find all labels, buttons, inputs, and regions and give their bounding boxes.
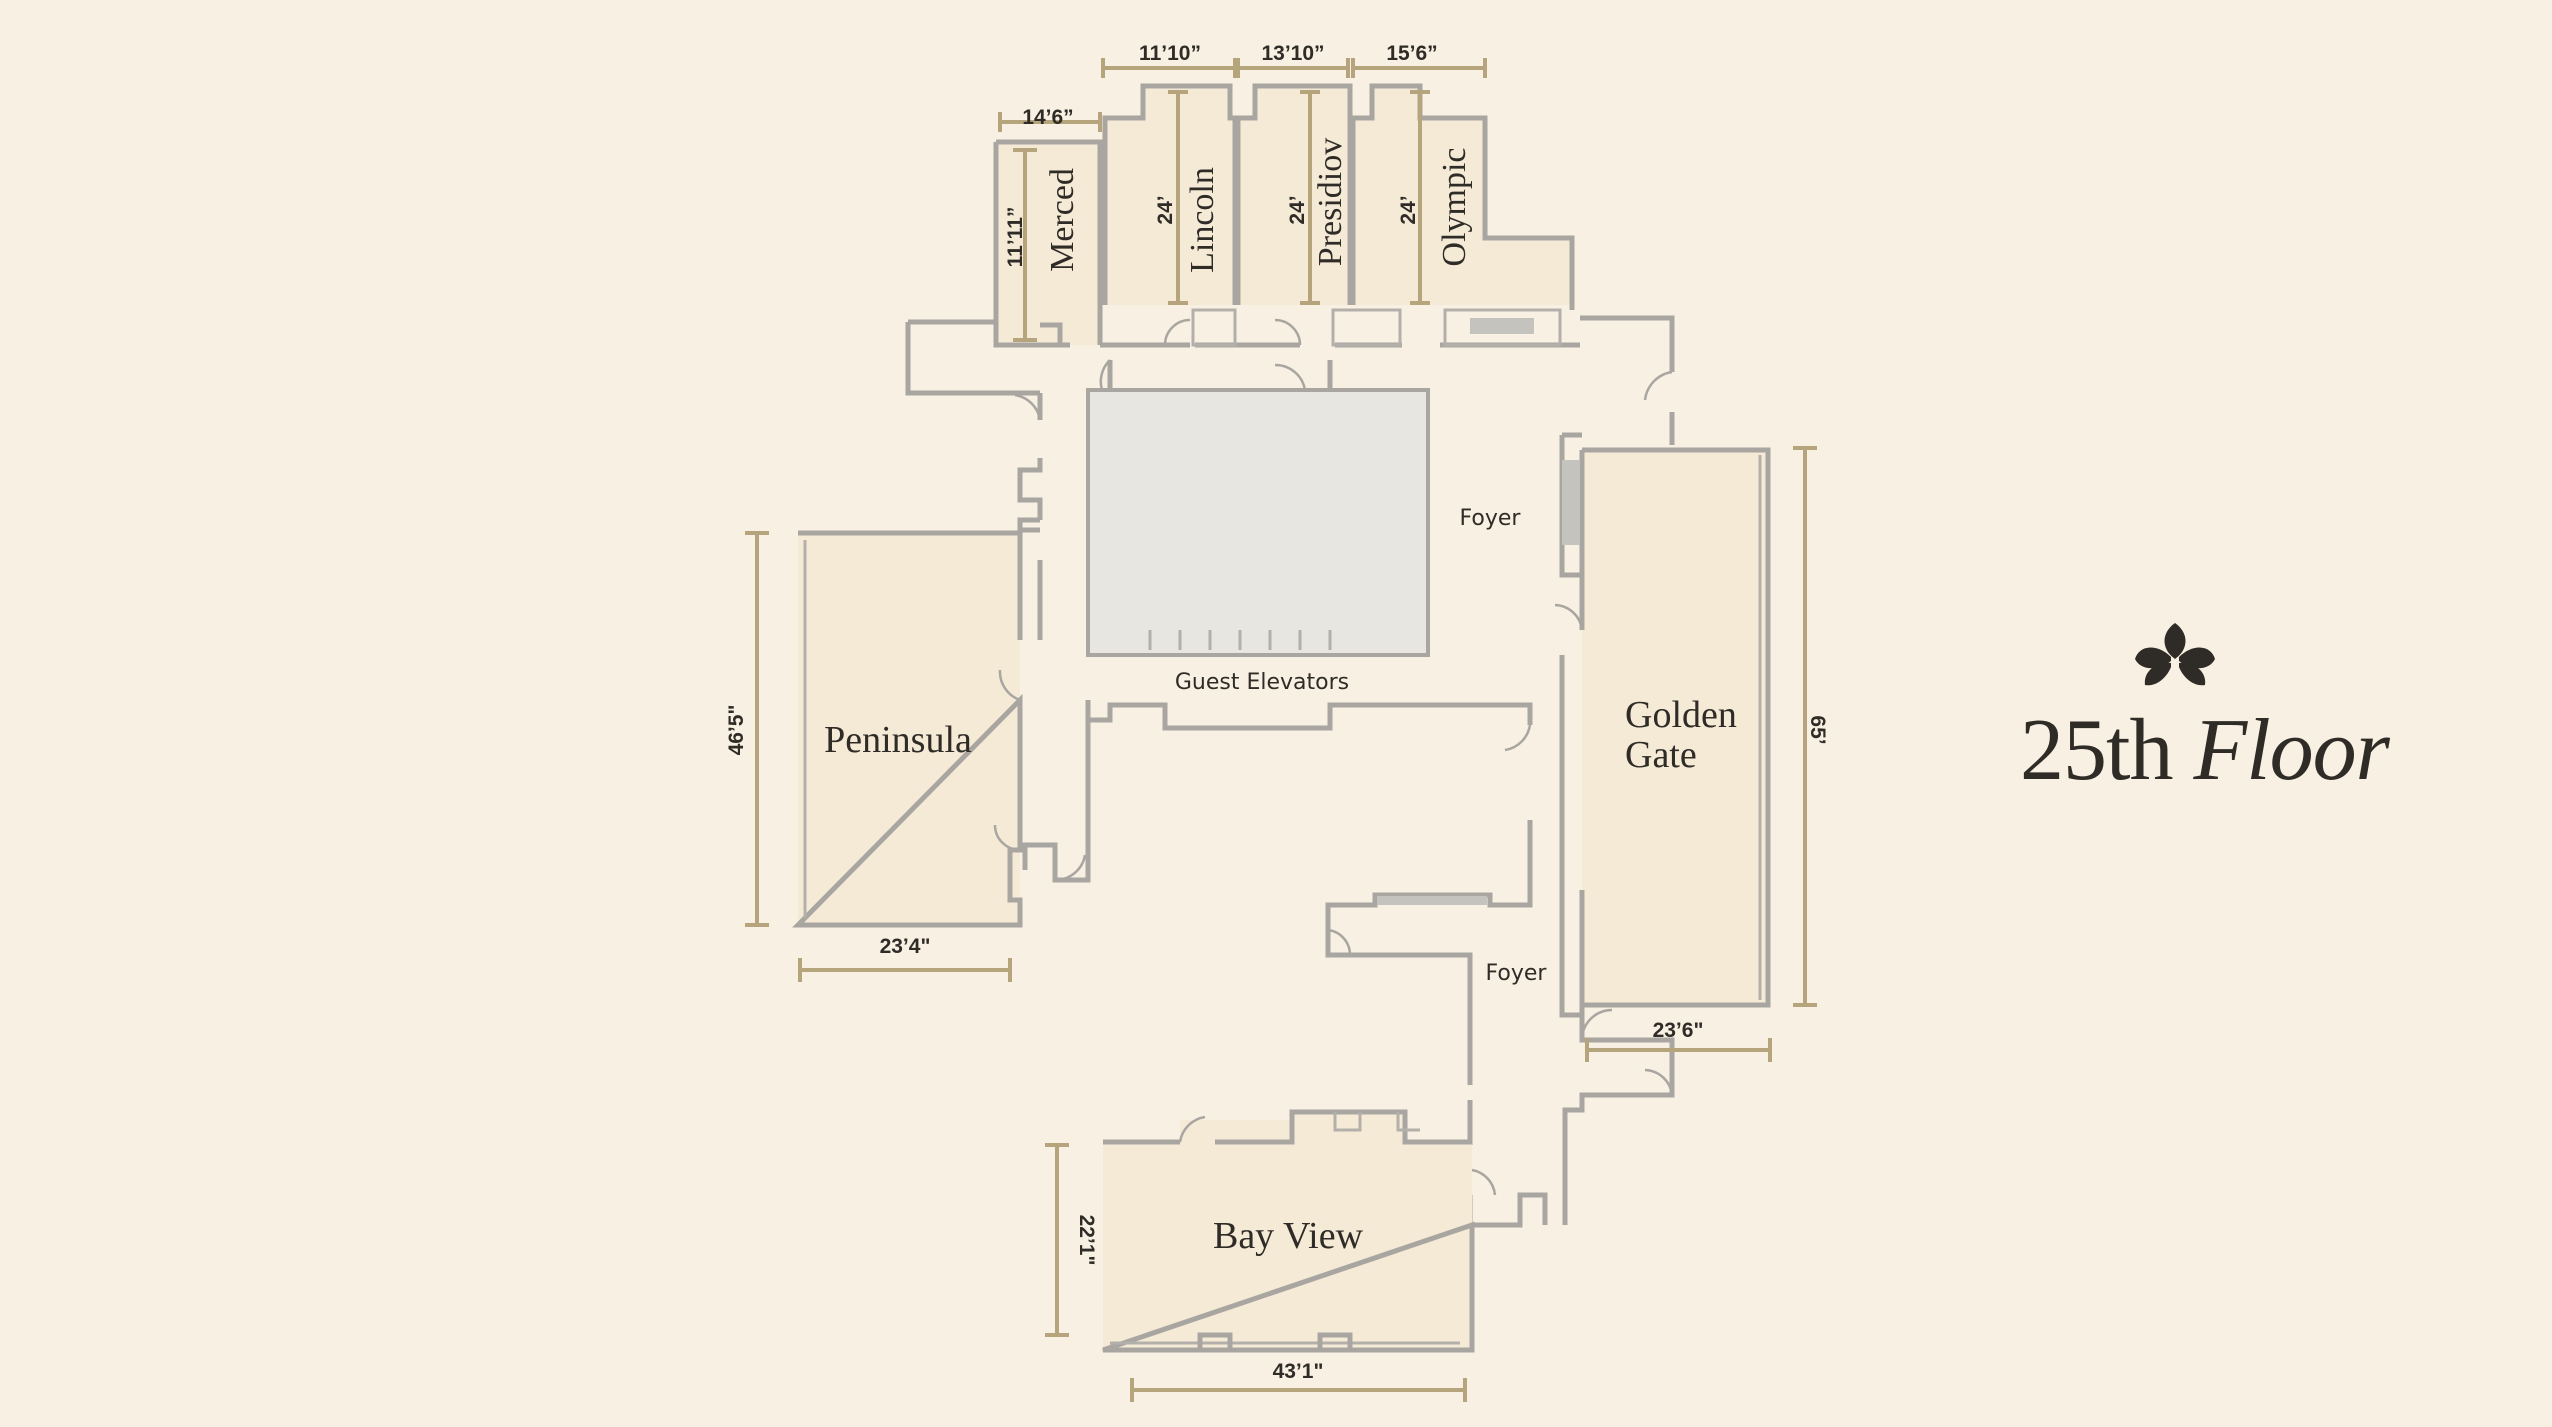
merced-height-label: 11’11” bbox=[1004, 207, 1027, 268]
floor-title: 25th Floor bbox=[2020, 700, 2390, 801]
floor-number: 25th bbox=[2020, 702, 2173, 799]
golden-gate-width-label: 23’6" bbox=[1653, 1019, 1704, 1042]
bay-view-width-label: 43’1" bbox=[1273, 1360, 1324, 1383]
bay-view-name: Bay View bbox=[1213, 1215, 1364, 1257]
presidio-width-label: 13’10” bbox=[1261, 42, 1324, 65]
golden-gate-name-line1: Golden bbox=[1625, 694, 1737, 736]
room-peninsula[interactable] bbox=[792, 530, 1023, 928]
olympic-name: Olympic bbox=[1436, 148, 1473, 267]
room-merced[interactable] bbox=[993, 139, 1103, 348]
merced-width-label: 14’6” bbox=[1022, 106, 1073, 129]
room-golden-gate[interactable] bbox=[1559, 432, 1771, 1225]
bay-view-height-label: 22’1" bbox=[1075, 1215, 1098, 1266]
fleur-leaf-icon bbox=[2135, 623, 2215, 686]
room-lincoln[interactable] bbox=[1102, 83, 1238, 305]
olympic-width-label: 15’6” bbox=[1386, 42, 1437, 65]
lincoln-height-label: 24’ bbox=[1154, 195, 1177, 224]
dimension-labels: 14’6” 11’10” 13’10” 15’6” 11’11” 24’ 24’… bbox=[725, 42, 1829, 1383]
top-corridor bbox=[905, 308, 1675, 445]
foyer-bottom-label: Foyer bbox=[1486, 961, 1548, 986]
room-names: Merced Lincoln Presidiov Olympic Peninsu… bbox=[824, 138, 1737, 1257]
room-presidio[interactable] bbox=[1235, 83, 1353, 305]
floor-word: Floor bbox=[2193, 702, 2389, 799]
foyer-top-label: Foyer bbox=[1460, 506, 1522, 531]
elevator-block bbox=[1086, 360, 1430, 657]
dimension-lines bbox=[745, 58, 1817, 1402]
merced-name: Merced bbox=[1044, 168, 1081, 272]
peninsula-width-label: 23’4" bbox=[880, 935, 931, 958]
lincoln-width-label: 11’10” bbox=[1139, 42, 1201, 65]
olympic-height-label: 24’ bbox=[1397, 195, 1420, 224]
presidio-name: Presidiov bbox=[1312, 138, 1349, 266]
area-labels: Foyer Foyer Guest Elevators bbox=[1175, 506, 1548, 986]
lincoln-name: Lincoln bbox=[1184, 167, 1221, 273]
lower-corridor bbox=[1022, 560, 1548, 1228]
golden-gate-height-label: 65’ bbox=[1806, 715, 1829, 744]
presidio-height-label: 24’ bbox=[1286, 195, 1309, 224]
room-bay-view[interactable] bbox=[1102, 1109, 1475, 1353]
peninsula-height-label: 46’5" bbox=[725, 705, 748, 756]
peninsula-name: Peninsula bbox=[824, 719, 972, 761]
guest-elevators-label: Guest Elevators bbox=[1175, 670, 1349, 695]
golden-gate-name-line2: Gate bbox=[1625, 734, 1697, 776]
doors bbox=[993, 318, 1674, 1196]
